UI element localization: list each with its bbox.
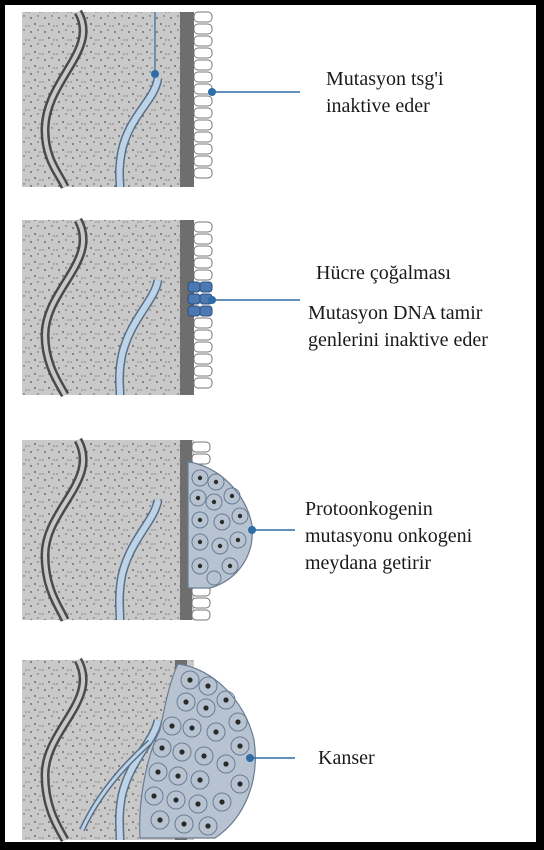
label-stage-2-heading: Hücre çoğalması — [316, 260, 451, 287]
label-line: inaktive eder — [326, 93, 444, 120]
label-line: mutasyonu onkogeni — [305, 523, 472, 550]
epithelial-cell-column — [194, 12, 212, 178]
tumor-mass — [188, 462, 252, 588]
label-line: Kanser — [318, 745, 375, 772]
label-stage-2: Mutasyon DNA tamir genlerini inaktive ed… — [308, 300, 488, 354]
epithelial-cell-column — [194, 222, 212, 388]
basement-membrane — [180, 12, 194, 187]
label-stage-1: Mutasyon tsg'i inaktive eder — [326, 66, 444, 120]
mutation-dot — [151, 70, 159, 78]
panel-3-illustration — [22, 440, 295, 620]
label-line: Protoonkogenin — [305, 496, 472, 523]
label-stage-4: Kanser — [318, 745, 375, 772]
panel-4-illustration — [22, 660, 295, 840]
panel-2-illustration — [22, 220, 300, 395]
panel-1-illustration — [22, 12, 300, 187]
label-line: meydana getirir — [305, 550, 472, 577]
label-line: Hücre çoğalması — [316, 260, 451, 287]
label-line: genlerini inaktive eder — [308, 327, 488, 354]
label-line: Mutasyon tsg'i — [326, 66, 444, 93]
label-stage-3: Protoonkogenin mutasyonu onkogeni meydan… — [305, 496, 472, 577]
label-line: Mutasyon DNA tamir — [308, 300, 488, 327]
